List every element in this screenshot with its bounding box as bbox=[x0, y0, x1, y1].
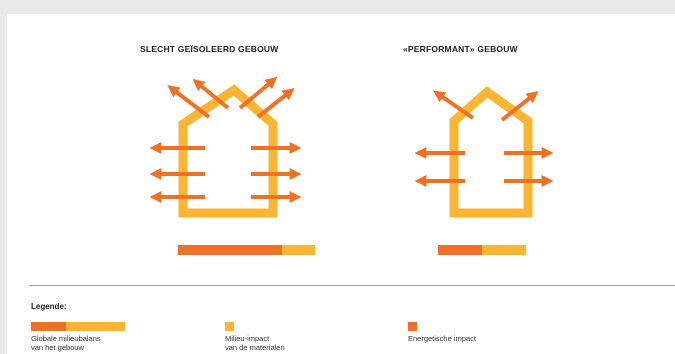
balance-bar-materials-left bbox=[282, 245, 315, 255]
heat-arrow bbox=[256, 88, 295, 119]
buildings-diagram bbox=[149, 76, 554, 255]
heat-arrow bbox=[433, 90, 475, 120]
legend-title: Legende: bbox=[31, 302, 67, 311]
legend-label-global: Globale milieubalans van het gebouw bbox=[31, 334, 101, 352]
divider bbox=[29, 285, 675, 286]
heat-arrow bbox=[238, 76, 278, 110]
heat-arrow bbox=[167, 85, 211, 119]
heat-loss-arrows-right bbox=[414, 90, 554, 187]
balance-bar-materials-right bbox=[482, 245, 526, 255]
balance-bar-energy-right bbox=[438, 245, 482, 255]
global-balance-swatch-energy bbox=[31, 322, 66, 331]
energy-swatch bbox=[408, 322, 417, 331]
poorly-insulated-building bbox=[149, 76, 315, 255]
materials-swatch bbox=[225, 322, 234, 331]
legend-label-materials: Milieu-impact van de materialen bbox=[225, 334, 285, 352]
poorly-insulated-title: SLECHT GEÏSOLEERD GEBOUW bbox=[140, 44, 279, 54]
house-outline-right bbox=[449, 86, 533, 218]
performant-title: «PERFORMANT» GEBOUW bbox=[403, 44, 518, 54]
heat-loss-arrows-left bbox=[149, 76, 302, 203]
performant-building bbox=[414, 86, 554, 255]
heat-arrow bbox=[500, 91, 539, 122]
house-outline-left bbox=[178, 84, 278, 218]
heat-arrow bbox=[192, 78, 230, 110]
balance-bar-energy-left bbox=[178, 245, 282, 255]
legend-label-energy: Energetische impact bbox=[408, 334, 476, 343]
global-balance-swatch-materials bbox=[66, 322, 125, 331]
infographic-card: SLECHT GEÏSOLEERD GEBOUW «PERFORMANT» GE… bbox=[7, 14, 675, 354]
